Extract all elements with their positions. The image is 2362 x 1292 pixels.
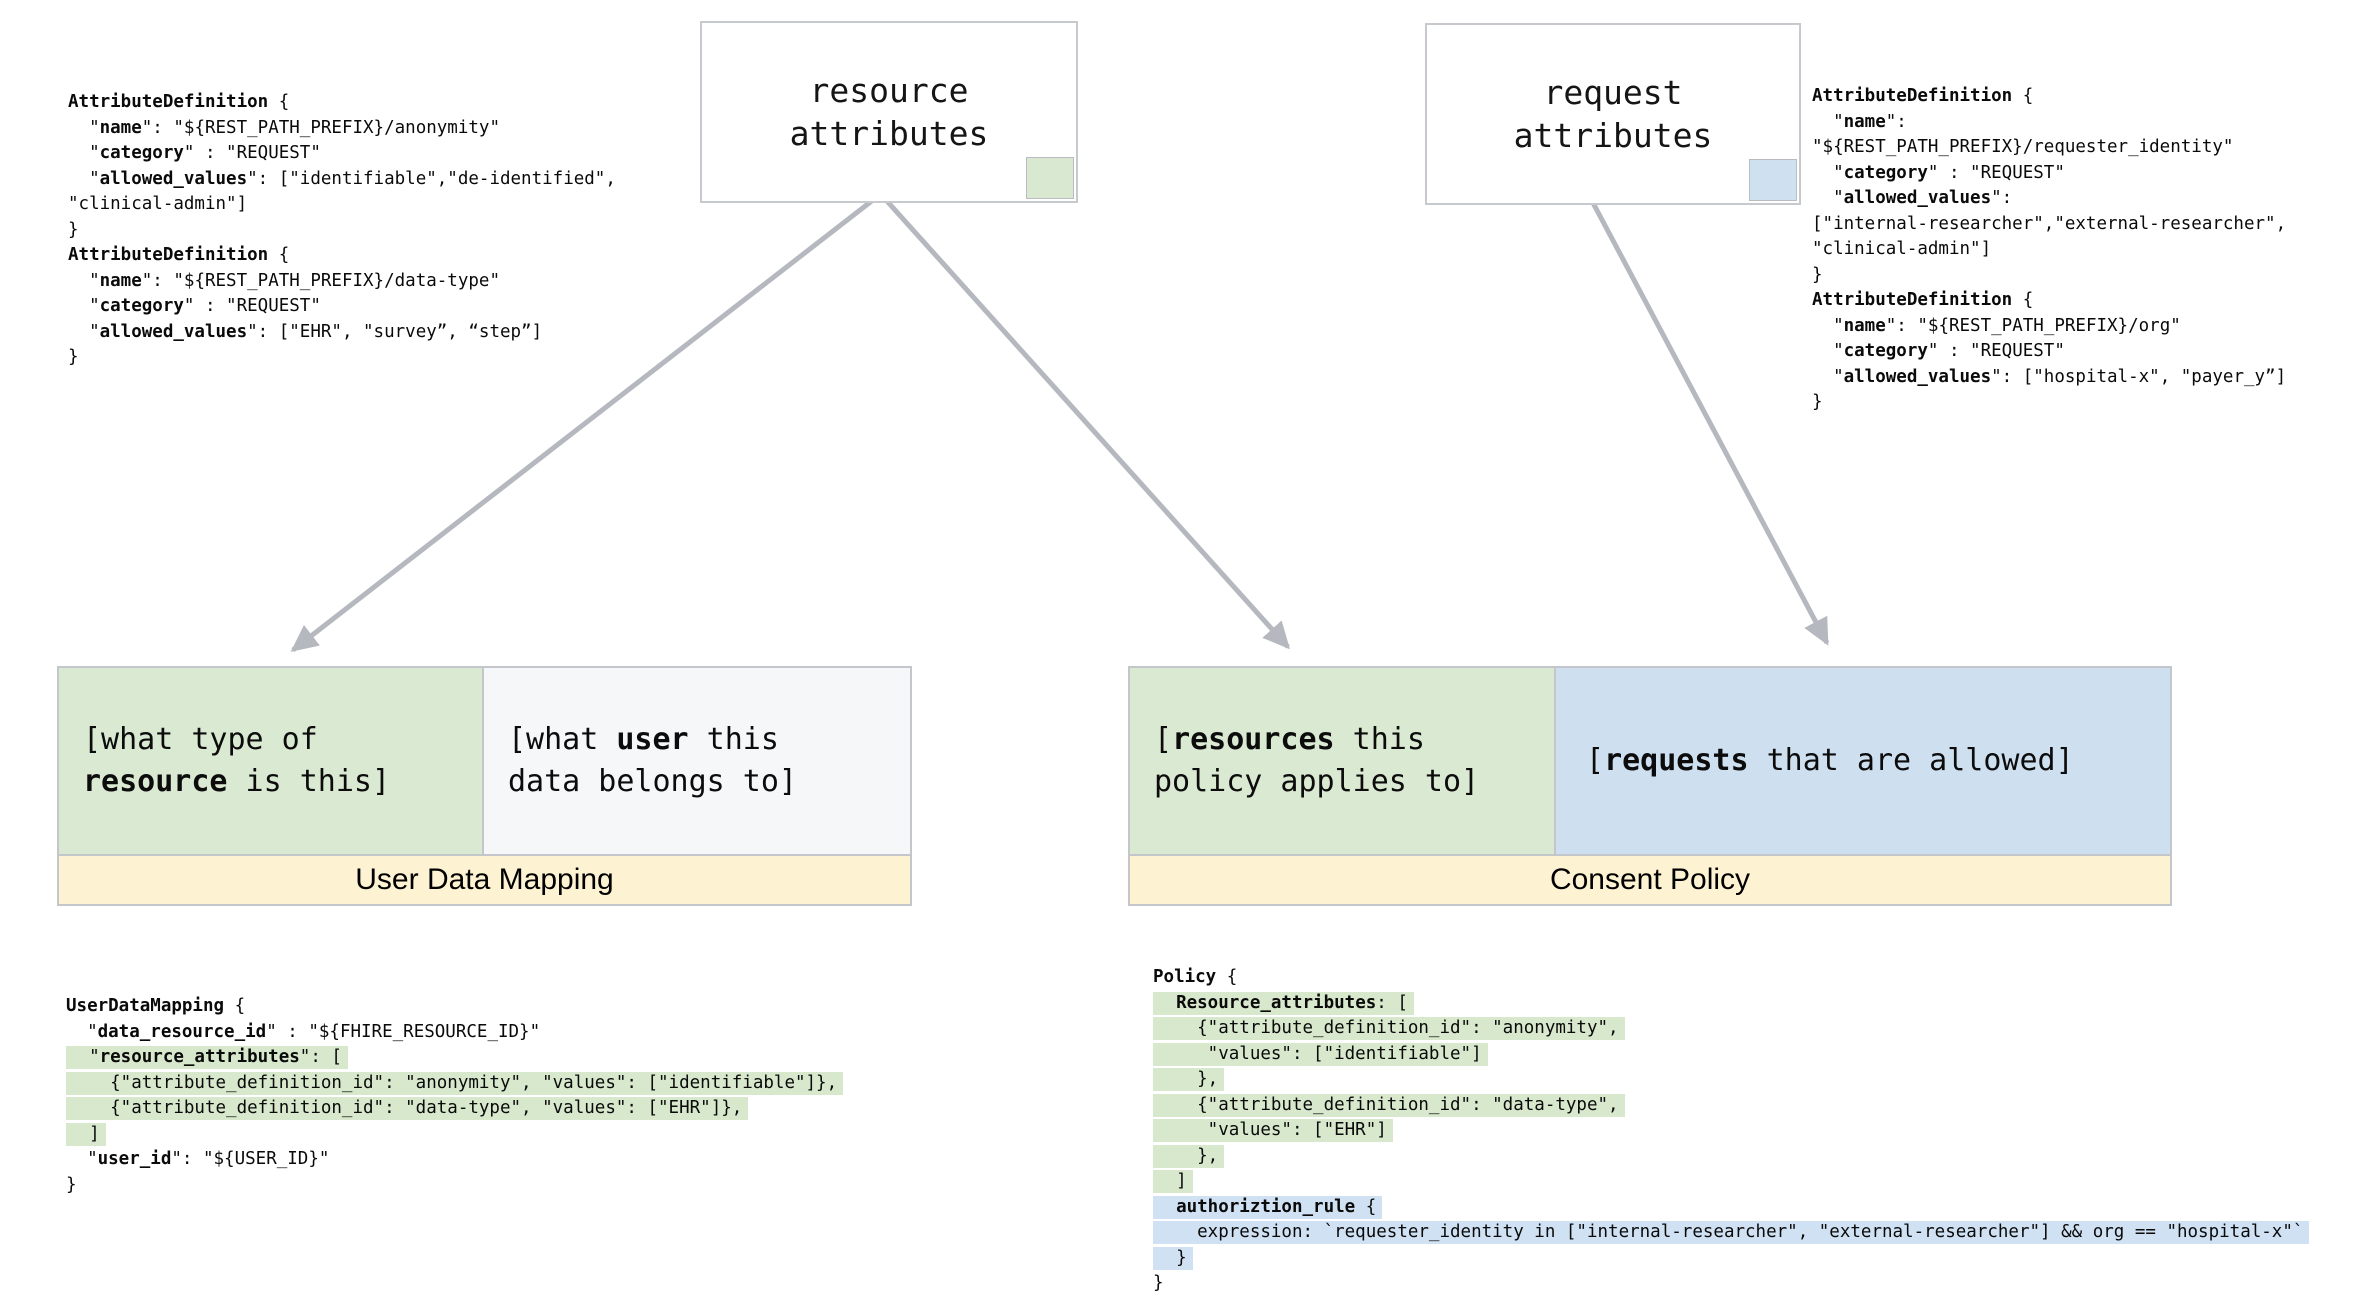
attribute-definitions-resource-code: AttributeDefinition { "name": "${REST_PA… [68,92,616,367]
consent-policy-title: Consent Policy [1130,854,2170,904]
resource-color-chip [1026,157,1074,199]
consent-policy-code: Policy { Resource_attributes: [ {"attrib… [1153,965,2310,1292]
requests-cell: [requests that are allowed] [1554,668,2170,854]
request-color-chip [1749,159,1797,201]
arrow-resource-to-user-data-mapping [290,198,875,652]
arrow-resource-to-consent-policy [884,198,1291,650]
attribute-definitions-request-code: AttributeDefinition { "name":"${REST_PAT… [1812,86,2287,412]
user-data-mapping-title: User Data Mapping [59,854,910,904]
user-data-mapping-code: UserDataMapping { "data_resource_id" : "… [66,994,844,1198]
arrow-request-to-consent-policy [1589,199,1830,646]
